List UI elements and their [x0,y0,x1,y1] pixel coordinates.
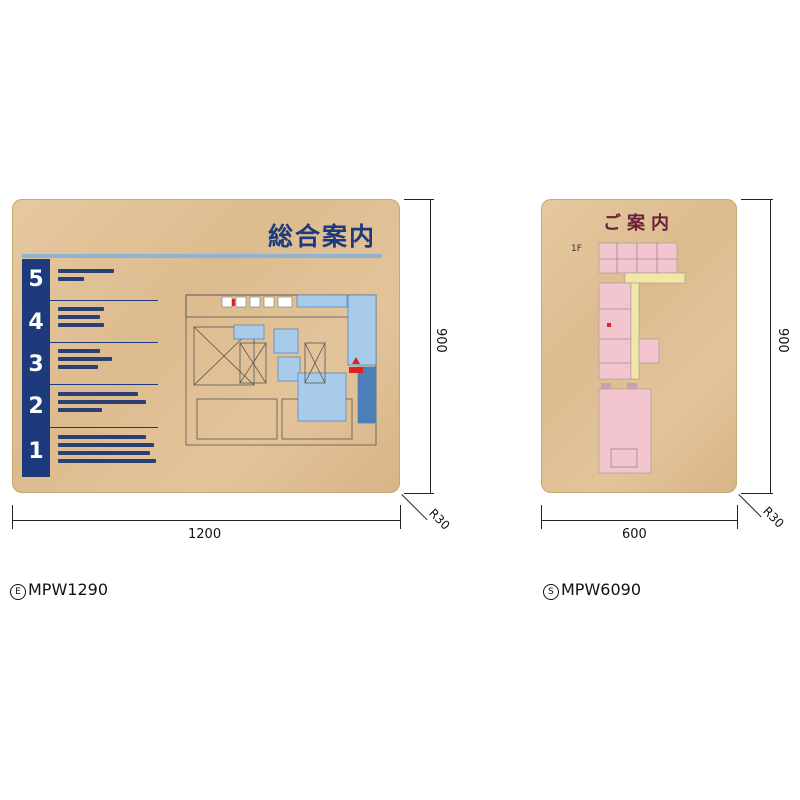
sign-board-guide: ご案内 1F [541,199,737,493]
floor-tag: 1F [571,244,582,254]
radius-leader-line [401,494,428,521]
model-code: MPW6090 [561,580,641,599]
floor-number-2: 2 [28,393,44,419]
width-dimension-line [541,520,737,521]
floor-5-directory [58,269,114,285]
floor-divider [22,427,158,428]
width-dimension-label: 1200 [188,527,222,542]
floor-number-3: 3 [28,351,44,377]
floor-divider [22,342,158,343]
width-dimension-tick [737,505,738,529]
width-dimension-tick [12,505,13,529]
width-dimension-tick [541,505,542,529]
height-dimension-tick [741,493,773,494]
height-dimension-tick [404,199,434,200]
floor-3-directory [58,349,112,373]
floor-number-5: 5 [28,266,44,292]
floor-number-4: 4 [28,309,44,335]
floor-1-directory [58,435,156,467]
height-dimension-tick [741,199,773,200]
sign-title: 総合案内 [267,222,376,251]
width-dimension-label: 600 [622,527,647,542]
floor-divider [22,384,158,385]
floor-4-directory [58,307,104,331]
floor-plan-map [185,294,377,446]
accent-line [22,254,382,258]
sign-board-general-guide: 総合案内 5 4 3 2 1 [12,199,400,493]
height-dimension-line [430,199,431,493]
height-dimension-label: 900 [433,328,448,353]
floor-index-column [22,259,50,477]
sign-title: ご案内 [603,213,675,234]
width-dimension-tick [400,505,401,529]
floor-number-1: 1 [28,438,44,464]
radius-leader-line [738,494,762,518]
radius-dimension-label: R30 [760,504,787,531]
height-dimension-tick [404,493,434,494]
floor-plan-map [598,242,686,474]
model-mark-icon: S [543,584,559,600]
model-mark-icon: E [10,584,26,600]
floor-divider [22,300,158,301]
height-dimension-label: 900 [775,328,790,353]
floor-2-directory [58,392,146,416]
radius-dimension-label: R30 [426,506,453,533]
width-dimension-line [12,520,400,521]
model-code: MPW1290 [28,580,108,599]
height-dimension-line [770,199,771,493]
